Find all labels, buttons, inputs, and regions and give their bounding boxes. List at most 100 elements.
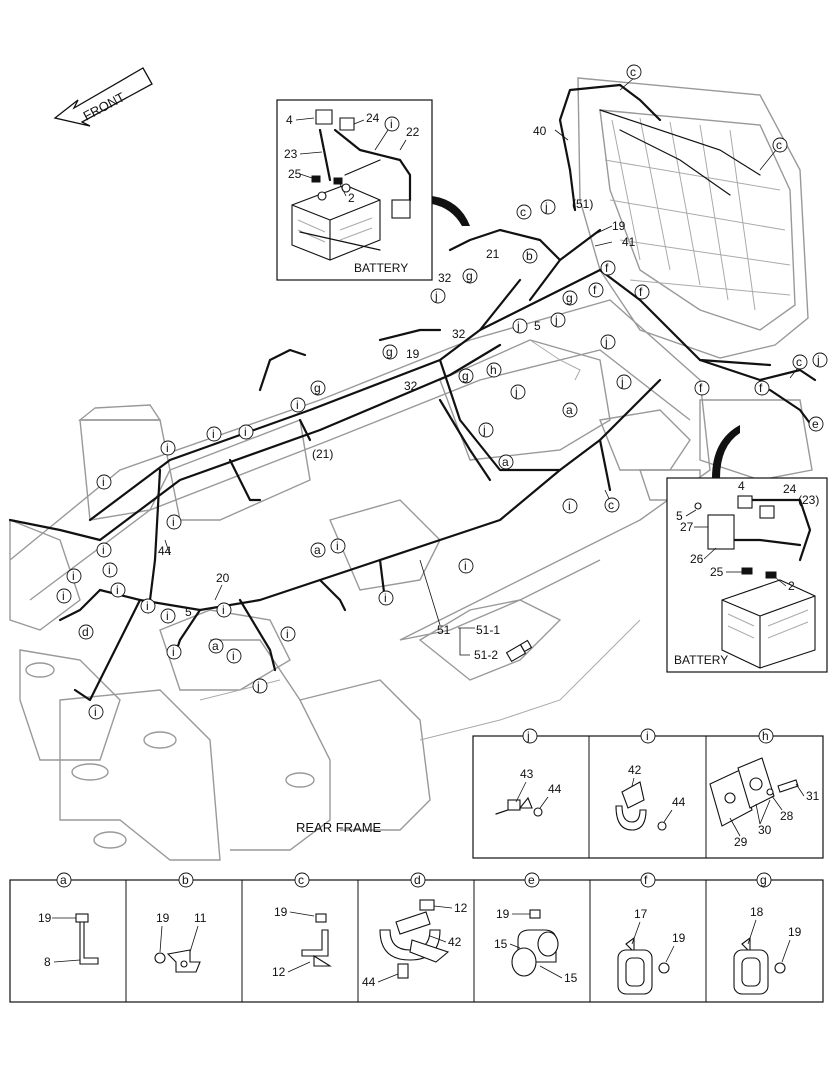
- svg-text:i: i: [94, 705, 97, 719]
- detail-c-19: 19: [274, 905, 288, 919]
- detail-c: c 19 12: [272, 872, 332, 979]
- callout-5-top: 5: [534, 319, 541, 333]
- detail-a-8: 8: [44, 955, 51, 969]
- svg-text:e: e: [812, 417, 819, 431]
- battery-right-24: 24: [783, 482, 797, 496]
- callout-a-1: a: [562, 402, 578, 418]
- detail-i-44: 44: [672, 795, 686, 809]
- callout-c-mid: c: [516, 204, 532, 220]
- svg-text:g: g: [466, 269, 473, 283]
- callout-19-mid: 19: [406, 347, 420, 361]
- callout-51-2: 51-2: [474, 648, 498, 662]
- callout-i-11: i: [110, 582, 126, 598]
- svg-text:i: i: [72, 569, 75, 583]
- svg-text:a: a: [502, 455, 509, 469]
- detail-d-44: 44: [362, 975, 376, 989]
- detail-d-12: 12: [454, 901, 468, 915]
- callout-32-low: 32: [404, 379, 418, 393]
- svg-text:j: j: [554, 313, 558, 327]
- callout-i-21: i: [458, 558, 474, 574]
- callout-f-5: f: [754, 380, 770, 396]
- detail-b-19: 19: [156, 911, 170, 925]
- callout-f-3: f: [634, 284, 650, 300]
- detail-b: b 19 11: [154, 872, 207, 973]
- battery-right-5: 5: [676, 509, 683, 523]
- callout-j-3: j: [512, 318, 528, 334]
- battery-top-2: 2: [348, 191, 355, 205]
- detail-row-top: j 43 44 i 42 44 h: [472, 728, 824, 859]
- detail-g-key: g: [760, 873, 767, 887]
- detail-i: i 42 44: [615, 728, 686, 831]
- svg-text:j: j: [514, 385, 518, 399]
- callout-a-2: a: [498, 454, 514, 470]
- svg-text:j: j: [604, 335, 608, 349]
- callout-b: b: [522, 248, 538, 264]
- callout-40: 40: [533, 124, 547, 138]
- svg-text:d: d: [82, 625, 89, 639]
- svg-text:i: i: [568, 499, 571, 513]
- svg-text:f: f: [699, 381, 703, 395]
- callout-i-16: i: [216, 602, 232, 618]
- main-callouts: c 40 c c j (51) 19 41 21 b 32 g j f f g …: [56, 64, 828, 835]
- svg-text:j: j: [544, 200, 548, 214]
- callout-i-12: i: [140, 598, 156, 614]
- wiring-harness: [8, 83, 817, 702]
- svg-text:g: g: [462, 369, 469, 383]
- svg-text:c: c: [520, 205, 526, 219]
- callout-a-4: a: [310, 542, 326, 558]
- detail-f-19: 19: [672, 931, 686, 945]
- svg-text:i: i: [172, 515, 175, 529]
- battery-top-25: 25: [288, 167, 302, 181]
- callout-g-5: g: [310, 380, 326, 396]
- detail-e: e 19 15 15: [494, 872, 578, 985]
- detail-h-29: 29: [734, 835, 748, 849]
- svg-text:a: a: [212, 639, 219, 653]
- callout-32-mid: 32: [452, 327, 466, 341]
- callout-i-9: i: [66, 568, 82, 584]
- svg-text:c: c: [630, 65, 636, 79]
- callout-c-top: c: [626, 64, 642, 80]
- detail-h-31: 31: [806, 789, 820, 803]
- detail-e-19: 19: [496, 907, 510, 921]
- callout-i-2: i: [238, 424, 254, 440]
- svg-text:i: i: [62, 589, 65, 603]
- battery-right-label: BATTERY: [674, 653, 728, 667]
- battery-top-22: 22: [406, 125, 420, 139]
- callout-i-18: i: [280, 626, 296, 642]
- detail-e-key: e: [528, 873, 535, 887]
- svg-text:f: f: [593, 283, 597, 297]
- detail-g-18: 18: [750, 905, 764, 919]
- callout-j-7: j: [616, 374, 632, 390]
- svg-text:j: j: [516, 319, 520, 333]
- svg-text:c: c: [608, 498, 614, 512]
- detail-d: d 12 42 44: [362, 872, 468, 989]
- battery-right-25: 25: [710, 565, 724, 579]
- callout-g-2: g: [562, 290, 578, 306]
- svg-text:f: f: [639, 285, 643, 299]
- callout-i-19: i: [330, 538, 346, 554]
- svg-text:a: a: [314, 543, 321, 557]
- callout-j-2: j: [430, 288, 446, 304]
- svg-text:i: i: [102, 543, 105, 557]
- callout-i-6: i: [96, 542, 112, 558]
- callout-51: 51: [437, 623, 451, 637]
- detail-b-key: b: [182, 873, 189, 887]
- callout-e: e: [808, 416, 824, 432]
- svg-text:h: h: [490, 363, 497, 377]
- callout-44: 44: [158, 544, 172, 558]
- callout-5-low: 5: [185, 605, 192, 619]
- detail-c-key: c: [298, 873, 304, 887]
- svg-text:j: j: [256, 679, 260, 693]
- detail-h-30: 30: [758, 823, 772, 837]
- battery-top-23: 23: [284, 147, 298, 161]
- battery-top-24: 24: [366, 111, 380, 125]
- callout-d: d: [78, 624, 94, 640]
- callout-j-4: j: [550, 312, 566, 328]
- callout-21-paren: (21): [312, 447, 333, 461]
- svg-text:i: i: [166, 441, 169, 455]
- callout-i-8: i: [102, 562, 118, 578]
- svg-text:j: j: [816, 353, 820, 367]
- detail-c-12: 12: [272, 965, 286, 979]
- callout-41: 41: [622, 235, 636, 249]
